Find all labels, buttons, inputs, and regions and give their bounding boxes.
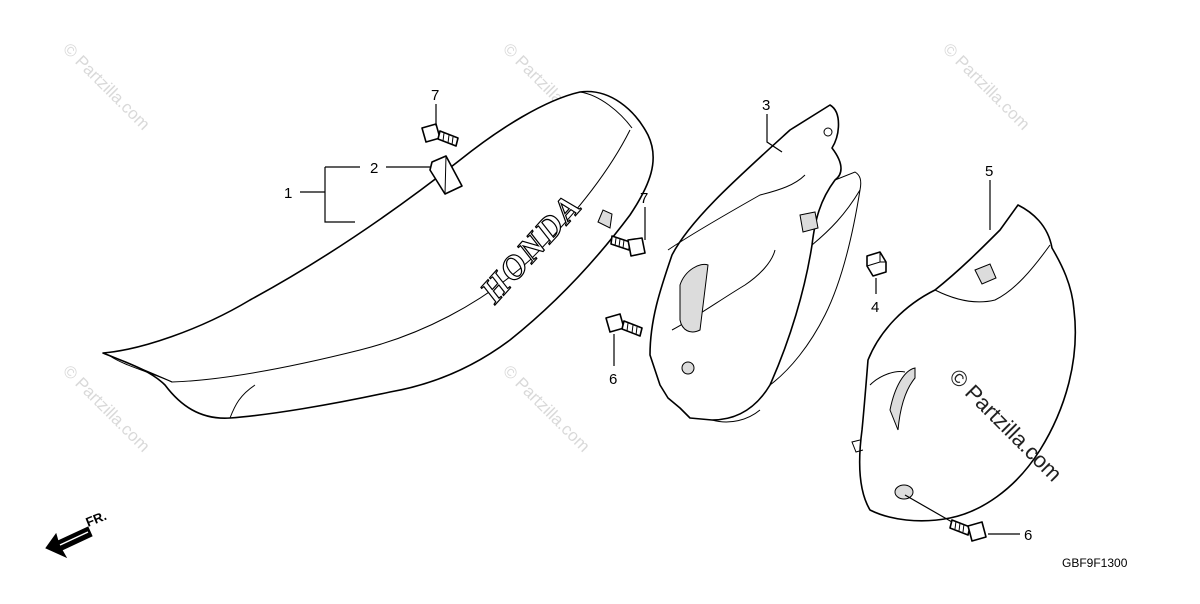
callout-2: 2 bbox=[370, 160, 378, 177]
bolt-part-7-middle[interactable] bbox=[610, 235, 646, 257]
side-cover-part[interactable] bbox=[851, 204, 1077, 522]
callouts: 7 2 1 7 3 5 4 6 6 bbox=[284, 87, 1032, 544]
front-direction-arrow: FR. bbox=[45, 508, 109, 559]
watermark-4: © Partzilla.com bbox=[59, 361, 153, 455]
callout-7-middle: 7 bbox=[640, 190, 648, 207]
callout-3: 3 bbox=[762, 97, 770, 114]
watermark-5: © Partzilla.com bbox=[499, 361, 593, 455]
bolt-part-6-right[interactable] bbox=[949, 519, 987, 542]
diagram-code: GBF9F1300 bbox=[1062, 556, 1128, 570]
inner-side-cover-part[interactable] bbox=[649, 104, 862, 423]
bolt-part-7-top[interactable] bbox=[421, 123, 459, 147]
callout-1: 1 bbox=[284, 185, 292, 202]
callout-6-right: 6 bbox=[1024, 527, 1032, 544]
nut-part[interactable] bbox=[866, 251, 887, 277]
bolt-part-6-left[interactable] bbox=[605, 313, 643, 337]
direction-label: FR. bbox=[84, 508, 109, 530]
callout-5: 5 bbox=[985, 163, 993, 180]
seat-part[interactable]: HONDA bbox=[102, 90, 654, 419]
callout-6-left: 6 bbox=[609, 371, 617, 388]
watermark-3: © Partzilla.com bbox=[939, 39, 1033, 133]
leader-lines bbox=[300, 104, 1020, 535]
arrow-icon bbox=[45, 526, 93, 559]
callout-7-top: 7 bbox=[431, 87, 439, 104]
callout-4: 4 bbox=[871, 299, 879, 316]
clip-part[interactable] bbox=[429, 155, 463, 195]
watermark-1: © Partzilla.com bbox=[59, 39, 153, 133]
